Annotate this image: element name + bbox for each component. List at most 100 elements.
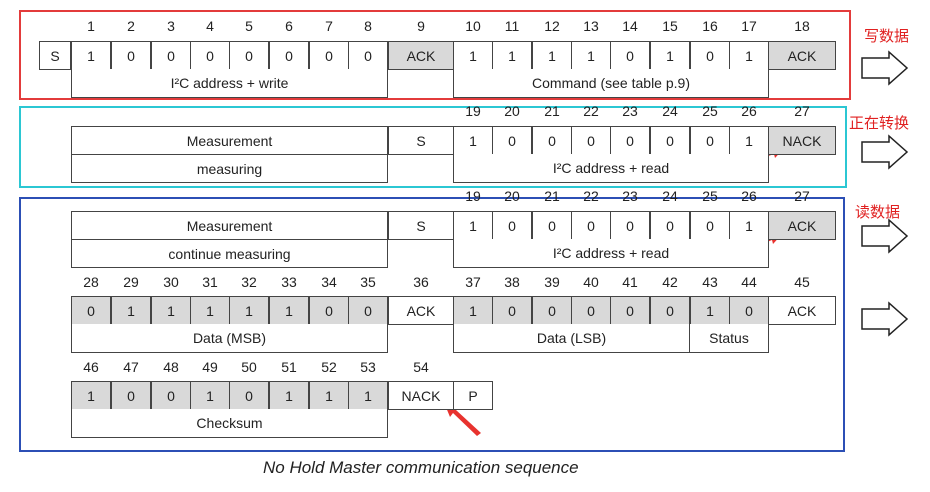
diagram-caption: No Hold Master communication sequence <box>263 458 579 477</box>
bit-index: 21 <box>544 188 560 204</box>
bit-index: 49 <box>202 359 218 375</box>
bit-index: 35 <box>360 274 376 290</box>
checksum-bit: 1 <box>269 381 309 410</box>
address-bit: 0 <box>492 211 532 240</box>
bit-index: 15 <box>662 18 678 34</box>
bit-index: 30 <box>163 274 179 290</box>
data-lsb-bit: 0 <box>492 296 532 325</box>
data-lsb-bit: 0 <box>610 296 650 325</box>
address-bit: 1 <box>453 211 493 240</box>
address-bit: 0 <box>690 211 730 240</box>
bit-index: 34 <box>321 274 337 290</box>
ack-cell: ACK <box>388 41 454 70</box>
bit-index: 19 <box>465 103 481 119</box>
bit-index: 26 <box>741 103 757 119</box>
bit-index: 2 <box>127 18 135 34</box>
right-arrow-icon <box>861 134 909 170</box>
bit-index: 22 <box>583 103 599 119</box>
continue-measuring-label: continue measuring <box>71 239 388 268</box>
checksum-bit: 1 <box>348 381 388 410</box>
checksum-label: Checksum <box>71 409 388 438</box>
checksum-bit: 0 <box>111 381 151 410</box>
bit-index: 27 <box>794 188 810 204</box>
bit-index: 40 <box>583 274 599 290</box>
bit-index: 13 <box>583 18 599 34</box>
bit-index: 10 <box>465 18 481 34</box>
data-msb-label: Data (MSB) <box>71 324 388 353</box>
bit-index: 19 <box>465 188 481 204</box>
bit-index: 27 <box>794 103 810 119</box>
command-bit: 0 <box>690 41 730 70</box>
ack-cell: ACK <box>768 296 836 325</box>
address-bit: 0 <box>610 211 650 240</box>
measuring-label: measuring <box>71 154 388 183</box>
checksum-bit: 1 <box>309 381 349 410</box>
measurement-cell: Measurement <box>71 211 388 240</box>
bit-index: 38 <box>504 274 520 290</box>
bit-index: 42 <box>662 274 678 290</box>
address-bit: 0 <box>309 41 349 70</box>
checksum-bit: 0 <box>229 381 269 410</box>
bit-index: 20 <box>504 103 520 119</box>
bit-index: 20 <box>504 188 520 204</box>
data-lsb-bit: 0 <box>532 296 572 325</box>
command-bit: 1 <box>453 41 493 70</box>
start-bit: S <box>388 126 454 155</box>
bit-index: 8 <box>364 18 372 34</box>
side-label-read: 读数据 <box>855 203 901 221</box>
bit-index: 45 <box>794 274 810 290</box>
data-msb-bit: 1 <box>229 296 269 325</box>
data-msb-bit: 1 <box>151 296 191 325</box>
read-section-frame <box>19 197 845 452</box>
measurement-cell: Measurement <box>71 126 388 155</box>
status-label: Status <box>689 324 769 353</box>
address-bit: 0 <box>269 41 309 70</box>
command-bit: 1 <box>571 41 611 70</box>
bit-index: 24 <box>662 103 678 119</box>
data-lsb-bit: 1 <box>690 296 730 325</box>
bit-index: 11 <box>504 18 520 34</box>
bit-index: 9 <box>417 18 425 34</box>
addr-write-label: I²C address + write <box>71 69 388 98</box>
bit-index: 37 <box>465 274 481 290</box>
address-bit: 0 <box>492 126 532 155</box>
bit-index: 25 <box>702 103 718 119</box>
bit-index: 12 <box>544 18 560 34</box>
address-bit: 0 <box>650 211 690 240</box>
address-bit: 0 <box>190 41 230 70</box>
bit-index: 6 <box>285 18 293 34</box>
address-bit: 0 <box>610 126 650 155</box>
data-msb-bit: 1 <box>190 296 230 325</box>
address-bit: 1 <box>729 126 769 155</box>
side-label-write: 写数据 <box>864 27 910 45</box>
data-lsb-bit: 0 <box>650 296 690 325</box>
address-bit: 0 <box>532 211 572 240</box>
bit-index: 50 <box>241 359 257 375</box>
bit-index: 36 <box>413 274 429 290</box>
addr-read-label: I²C address + read <box>453 239 769 268</box>
bit-index: 26 <box>741 188 757 204</box>
address-bit: 0 <box>571 211 611 240</box>
checksum-bit: 0 <box>151 381 191 410</box>
bit-index: 32 <box>241 274 257 290</box>
data-msb-bit: 1 <box>269 296 309 325</box>
address-bit: 1 <box>453 126 493 155</box>
bit-index: 4 <box>206 18 214 34</box>
bit-index: 22 <box>583 188 599 204</box>
data-lsb-bit: 0 <box>571 296 611 325</box>
bit-index: 1 <box>87 18 95 34</box>
data-msb-bit: 0 <box>348 296 388 325</box>
address-bit: 0 <box>650 126 690 155</box>
command-bit: 0 <box>610 41 650 70</box>
address-bit: 1 <box>71 41 111 70</box>
bit-index: 5 <box>245 18 253 34</box>
right-arrow-icon <box>861 218 909 254</box>
bit-index: 48 <box>163 359 179 375</box>
bit-index: 33 <box>281 274 297 290</box>
bit-index: 29 <box>123 274 139 290</box>
addr-read-label: I²C address + read <box>453 154 769 183</box>
data-msb-bit: 1 <box>111 296 151 325</box>
address-bit: 0 <box>151 41 191 70</box>
command-bit: 1 <box>492 41 532 70</box>
bit-index: 23 <box>622 188 638 204</box>
